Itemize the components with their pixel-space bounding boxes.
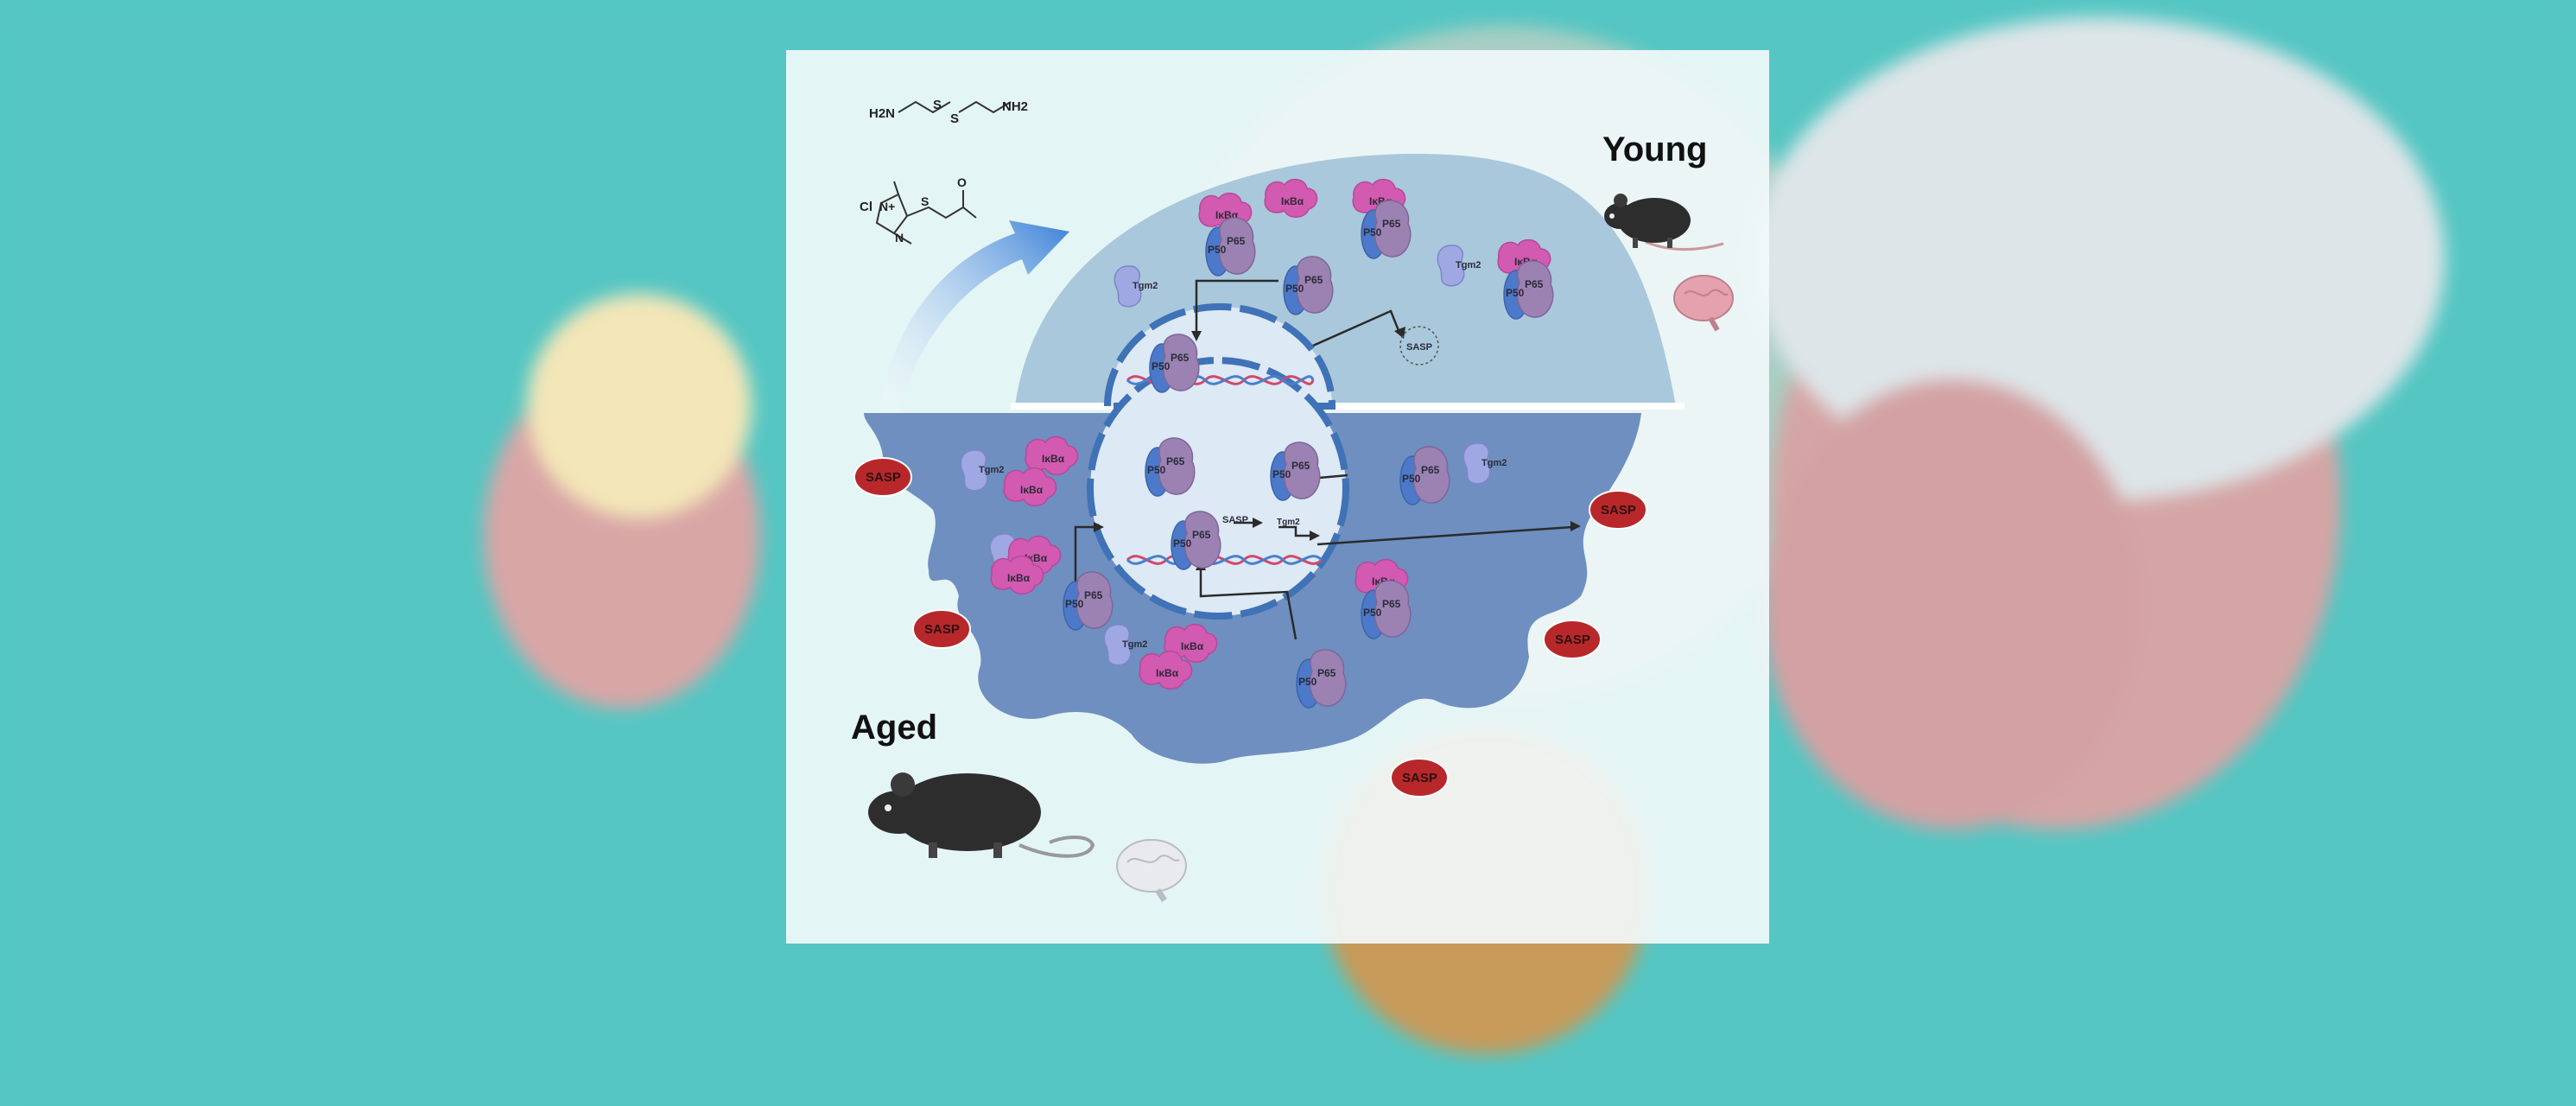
tgm2-label: Tgm2 (979, 465, 1004, 475)
p65-label: P65 (1084, 589, 1103, 601)
chemical-structure-cystamine (898, 100, 1012, 114)
p50-label: P50 (1298, 676, 1317, 688)
tgm2-label: Tgm2 (1122, 639, 1147, 650)
chem-label-s3: S (921, 194, 929, 208)
p65-label: P65 (1317, 667, 1336, 679)
p65-label: P65 (1304, 274, 1323, 286)
p65-label: P65 (1382, 218, 1401, 230)
p50-label: P50 (1147, 464, 1166, 476)
brain-young-icon (1673, 275, 1734, 332)
dna-icon-aged (1126, 555, 1323, 565)
p50-label: P50 (1363, 607, 1382, 619)
label-aged: Aged (851, 709, 937, 747)
sasp-oval: SASP (1390, 758, 1449, 798)
p65-label: P65 (1291, 460, 1310, 472)
p65-label: P65 (1166, 455, 1185, 467)
sasp-oval: SASP (1543, 620, 1602, 659)
p50-label: P50 (1065, 598, 1084, 610)
sasp-oval: SASP (912, 609, 971, 649)
pathway-arrows (1074, 279, 1573, 640)
arrow-label-tgm2: Tgm2 (1277, 518, 1300, 527)
sasp-label: SASP (1601, 503, 1636, 518)
sasp-dotted-label: SASP (1406, 342, 1432, 353)
tgm2-label: Tgm2 (1456, 260, 1481, 270)
chem-label-s2: S (950, 111, 959, 126)
sasp-oval: SASP (853, 457, 912, 497)
p65-label: P65 (1171, 352, 1190, 364)
mouse-aged-icon (868, 772, 1095, 858)
p50-label: P50 (1208, 244, 1227, 256)
p65-label: P65 (1525, 278, 1544, 290)
sasp-dotted-circle (1399, 326, 1439, 365)
chem-label-n: N (895, 231, 904, 245)
aged-nucleus (1087, 357, 1349, 620)
chem-label-h2n: H2N (869, 106, 895, 121)
chem-label-cl: Cl (860, 200, 872, 214)
p50-label: P50 (1402, 473, 1421, 485)
mouse-young-icon (1604, 194, 1724, 251)
tgm2-label: Tgm2 (1133, 281, 1158, 291)
ikba-label: IκBα (1156, 667, 1179, 679)
ikba-label: IκBα (1020, 484, 1044, 496)
tgm2-label: Tgm2 (1482, 458, 1507, 468)
p65-label: P65 (1382, 598, 1401, 610)
label-young: Young (1602, 130, 1707, 168)
ikba-label: IκBα (1281, 195, 1304, 207)
chem-label-s1: S (933, 98, 942, 112)
p50-label: P50 (1272, 468, 1291, 480)
chem-label-o: O (957, 175, 967, 189)
curved-arrow-icon (879, 220, 1069, 413)
molecule-layer: Tgm2Tgm2Tgm2Tgm2Tgm2Tgm2IκBαIκBαIκBαIκBα… (960, 178, 1554, 709)
sasp-layer: SASP SASP SASP SASP SASP (853, 457, 1647, 798)
p50-label: P50 (1173, 537, 1192, 550)
chem-label-n-plus: N+ (879, 200, 895, 213)
p50-label: P50 (1506, 287, 1525, 299)
brain-aged-icon (1116, 839, 1187, 902)
arrow-label-sasp: SASP (1222, 515, 1248, 525)
sasp-label: SASP (1402, 771, 1437, 785)
p50-label: P50 (1152, 360, 1171, 372)
p65-label: P65 (1227, 235, 1246, 247)
sasp-label: SASP (1555, 632, 1590, 647)
p50-label: P50 (1363, 226, 1382, 238)
sasp-oval: SASP (1589, 490, 1647, 530)
p50-label: P50 (1285, 283, 1304, 295)
divider-line (1011, 403, 1685, 410)
p65-label: P65 (1192, 529, 1211, 541)
chemical-structure-imidazolium (875, 181, 977, 245)
sasp-label: SASP (866, 470, 901, 485)
p65-label: P65 (1421, 464, 1440, 476)
sasp-label: SASP (924, 622, 960, 637)
ikba-label: IκBα (1042, 453, 1065, 465)
ikba-label: IκBα (1181, 640, 1204, 652)
chem-label-nh2: NH2 (1002, 99, 1028, 114)
ikba-label: IκBα (1007, 572, 1031, 584)
